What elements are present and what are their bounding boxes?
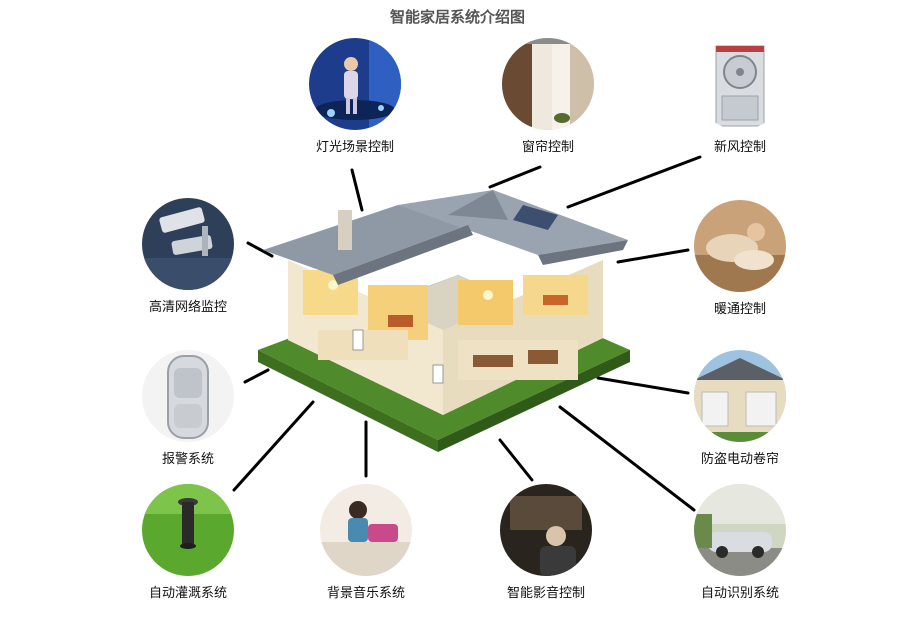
node-lighting-scene: 灯光场景控制 <box>295 38 415 155</box>
node-curtain: 窗帘控制 <box>488 38 608 155</box>
connector-plate <box>558 405 696 512</box>
connector-irrigation <box>232 400 315 492</box>
connector-cctv <box>246 241 274 258</box>
connector-cinema <box>498 438 534 482</box>
heating-icon <box>694 200 786 292</box>
node-irrigation: 自动灌溉系统 <box>128 484 248 601</box>
fresh-air-unit-icon <box>694 38 786 130</box>
roller-shutter-icon <box>694 350 786 442</box>
node-hvac: 暖通控制 <box>680 200 800 317</box>
node-cctv: 高清网络监控 <box>128 198 248 315</box>
node-label: 智能影音控制 <box>506 586 585 601</box>
curtain-icon <box>502 38 594 130</box>
vehicle-recognition-icon <box>694 484 786 576</box>
node-label: 暖通控制 <box>713 302 766 317</box>
node-label: 自动识别系统 <box>700 586 779 601</box>
connector-lighting <box>350 168 364 212</box>
node-label: 新风控制 <box>713 140 766 155</box>
lawn-sprinkler-icon <box>142 484 234 576</box>
node-fresh-air: 新风控制 <box>680 38 800 155</box>
connector-curtain <box>488 165 542 189</box>
node-label: 背景音乐系统 <box>326 586 405 601</box>
node-label: 报警系统 <box>161 452 214 467</box>
node-vehicle-recognition: 自动识别系统 <box>680 484 800 601</box>
node-label: 灯光场景控制 <box>315 140 394 155</box>
lighting-scene-icon <box>309 38 401 130</box>
node-label: 窗帘控制 <box>521 140 574 155</box>
node-label: 防盗电动卷帘 <box>700 452 779 467</box>
page-title: 智能家居系统介绍图 <box>389 8 525 26</box>
node-background-music: 背景音乐系统 <box>306 484 426 601</box>
node-label: 高清网络监控 <box>148 300 227 315</box>
connector-alarm <box>243 368 270 384</box>
connector-fresh-air <box>566 155 702 209</box>
node-label: 自动灌溉系统 <box>148 586 227 601</box>
node-alarm: 报警系统 <box>128 350 248 467</box>
smart-house-illustration <box>258 190 630 452</box>
home-theater-icon <box>500 484 592 576</box>
node-roller-shutter: 防盗电动卷帘 <box>680 350 800 467</box>
node-home-theater: 智能影音控制 <box>486 484 606 601</box>
connector-hvac <box>616 248 690 264</box>
connector-shutter <box>596 376 690 395</box>
background-music-icon <box>320 484 412 576</box>
security-camera-icon <box>142 198 234 290</box>
motion-sensor-icon <box>142 350 234 442</box>
